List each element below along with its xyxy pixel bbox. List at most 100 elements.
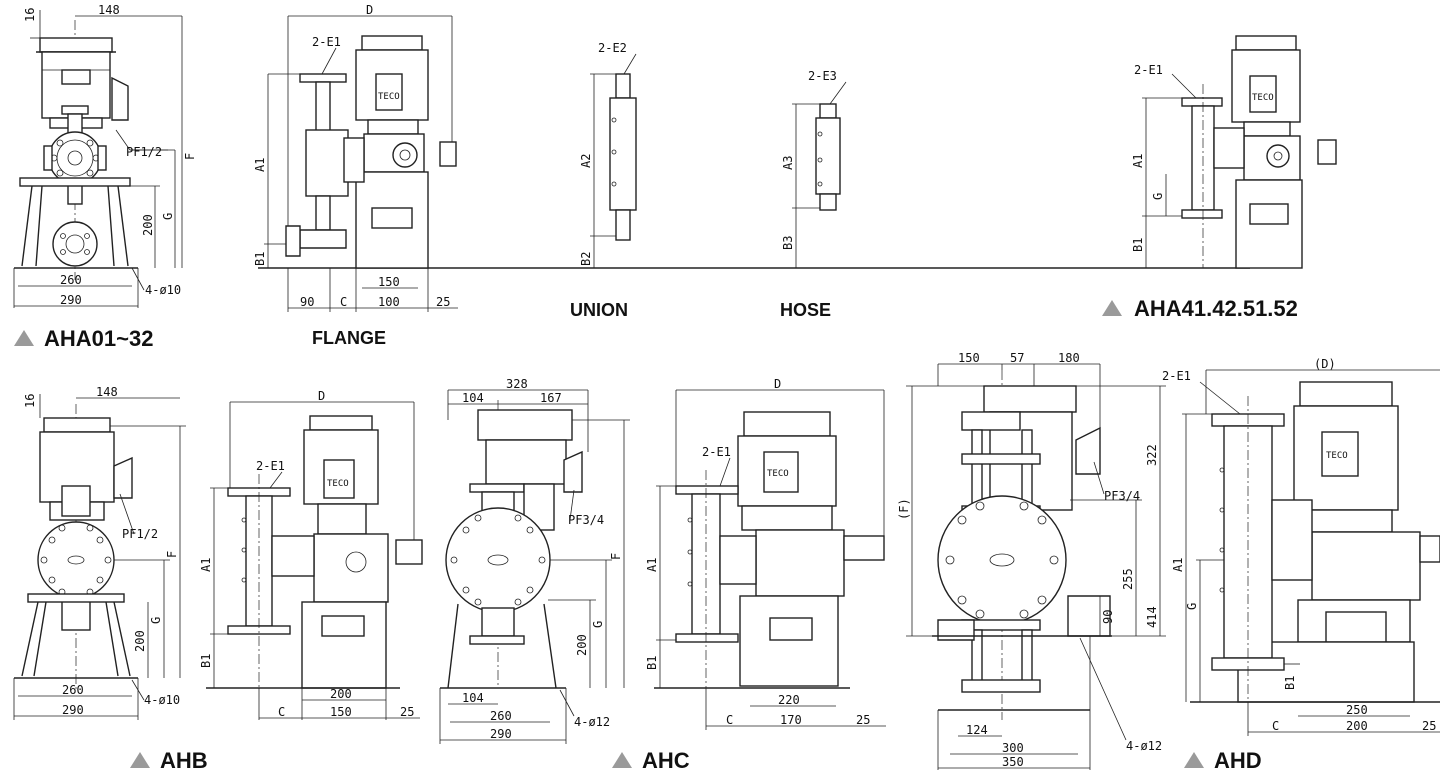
dim-25-ahc: 25 [856, 713, 870, 727]
dim-90: 90 [300, 295, 314, 309]
dim-B1-ahd: B1 [1283, 676, 1297, 690]
label-pf12-ahb: PF1/2 [122, 527, 158, 541]
dim-300: 300 [1002, 741, 1024, 755]
dim-124: 124 [966, 723, 988, 737]
dim-F-ahc: F [609, 553, 623, 560]
dim-C-ahd: C [1272, 719, 1279, 733]
dim-25-ahd: 25 [1422, 719, 1436, 733]
dim-148-ahb: 148 [96, 385, 118, 399]
dim-104-bottom: 104 [462, 691, 484, 705]
ahd-front-view: 150 57 180 (F) 322 255 414 90 PF3/4 124 … [897, 351, 1166, 770]
caption-union: UNION [570, 300, 628, 320]
dim-D-ahb: D [318, 389, 325, 403]
dim-D-ahd: (D) [1314, 357, 1336, 371]
dim-104-top: 104 [462, 391, 484, 405]
aha01-front-view: 16 148 F G 200 PF1/2 260 290 4-ø10 [13, 3, 197, 308]
dim-A1-ahb: A1 [199, 558, 213, 572]
caption-flange: FLANGE [312, 328, 386, 348]
dim-148: 148 [98, 3, 120, 17]
hose-view: A3 B3 2-E3 [781, 69, 847, 268]
dim-57: 57 [1010, 351, 1024, 365]
dim-G-ahd: G [1185, 603, 1199, 610]
label-2-E1-ahd: 2-E1 [1162, 369, 1191, 383]
dim-170: 170 [780, 713, 802, 727]
caption-ahb-text: AHB [160, 748, 208, 773]
caption-ahc: AHC [612, 748, 690, 773]
dim-25: 25 [436, 295, 450, 309]
caption-ahd-text: AHD [1214, 748, 1262, 773]
caption-aha41-text: AHA41.42.51.52 [1134, 296, 1298, 321]
caption-ahc-text: AHC [642, 748, 690, 773]
label-2-E2: 2-E2 [598, 41, 627, 55]
dim-167: 167 [540, 391, 562, 405]
dim-F: F [183, 153, 197, 160]
dim-G: G [161, 213, 175, 220]
dim-B1: B1 [253, 252, 267, 266]
label-2-E3: 2-E3 [808, 69, 837, 83]
dim-290-ahc: 290 [490, 727, 512, 741]
dim-B2: B2 [579, 252, 593, 266]
label-4-d10: 4-ø10 [145, 283, 181, 297]
dim-25-ahb: 25 [400, 705, 414, 719]
dim-A3: A3 [781, 156, 795, 170]
dim-A2: A2 [579, 154, 593, 168]
dim-C: C [340, 295, 347, 309]
dim-150-ahd: 150 [958, 351, 980, 365]
caption-ahb: AHB [130, 748, 208, 773]
dim-F-ahd: (F) [897, 498, 911, 520]
label-pf34-ahd: PF3/4 [1104, 489, 1140, 503]
dim-G-ahc: G [591, 621, 605, 628]
dim-100: 100 [378, 295, 400, 309]
dim-A1-aha41: A1 [1131, 154, 1145, 168]
dim-200-ahd: 200 [1346, 719, 1368, 733]
ahb-side-view: TECO D 2-E1 A1 B1 200 C 150 25 [199, 389, 423, 720]
dim-F-ahb: F [165, 551, 179, 558]
label-4-d10-ahb: 4-ø10 [144, 693, 180, 707]
dim-200-ahb: 200 [133, 630, 147, 652]
dim-D-ahc: D [774, 377, 781, 391]
dim-G-aha41: G [1151, 193, 1165, 200]
dim-A1-ahd: A1 [1171, 558, 1185, 572]
dim-260: 260 [60, 273, 82, 287]
dim-C-ahc: C [726, 713, 733, 727]
caption-aha01: AHA01~32 [14, 326, 153, 351]
dim-290: 290 [60, 293, 82, 307]
label-2-E1-aha41: 2-E1 [1134, 63, 1163, 77]
flange-side-view: TECO D 2-E1 A1 B1 150 90 [253, 3, 1250, 312]
label-2-E1: 2-E1 [312, 35, 341, 49]
ahd-side-view: TECO (D) 2-E1 A1 G B1 250 C 200 25 [1162, 357, 1440, 736]
dim-B1-aha41: B1 [1131, 238, 1145, 252]
aha41-side-view: TECO A1 G B1 2-E1 [1131, 35, 1337, 269]
dim-C-ahb: C [278, 705, 285, 719]
caption-ahd: AHD [1184, 748, 1262, 773]
nameplate-teco: TECO [378, 92, 400, 102]
dim-B1-ahc: B1 [645, 656, 659, 670]
dim-200-ahb-side: 200 [330, 687, 352, 701]
dim-414: 414 [1145, 606, 1159, 628]
dim-150: 150 [378, 275, 400, 289]
dim-150-ahb: 150 [330, 705, 352, 719]
caption-aha41: AHA41.42.51.52 [1102, 296, 1298, 321]
caption-hose: HOSE [780, 300, 831, 320]
caption-aha01-text: AHA01~32 [44, 326, 153, 351]
dim-180: 180 [1058, 351, 1080, 365]
ahc-front-view: 328 104 167 F G 200 PF3/4 104 260 290 4-… [439, 377, 630, 744]
dim-16: 16 [23, 8, 37, 22]
label-2-E1-ahc: 2-E1 [702, 445, 731, 459]
nameplate-teco-ahc: TECO [767, 469, 789, 479]
label-pf12: PF1/2 [126, 145, 162, 159]
nameplate-teco-ahb: TECO [327, 479, 349, 489]
ahb-front-view: 16 148 F G 200 PF1/2 260 290 4-ø10 [13, 385, 186, 720]
dim-A1-ahc: A1 [645, 558, 659, 572]
label-4-d12-ahc: 4-ø12 [574, 715, 610, 729]
dim-16-ahb: 16 [23, 394, 37, 408]
dim-B1-ahb: B1 [199, 654, 213, 668]
nameplate-teco-ahd: TECO [1326, 451, 1348, 461]
dim-D: D [366, 3, 373, 17]
union-view: A2 B2 2-E2 [579, 41, 637, 268]
dim-290-ahb: 290 [62, 703, 84, 717]
dim-200: 200 [141, 214, 155, 236]
dim-328: 328 [506, 377, 528, 391]
dim-322: 322 [1145, 444, 1159, 466]
